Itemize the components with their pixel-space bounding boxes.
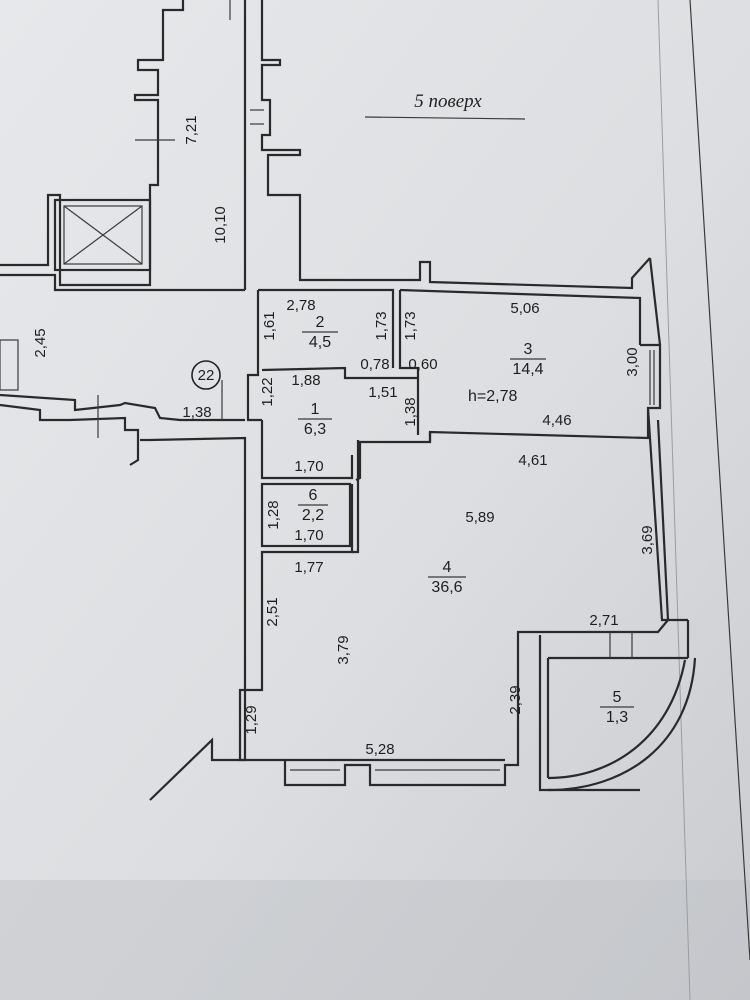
sheet-border-inner <box>657 0 691 1000</box>
dimension-label: 3,69 <box>639 525 656 554</box>
room-labels: 1 6,3 2 4,5 3 14,4 4 36,6 5 1,3 6 2,2 <box>298 314 634 726</box>
lower-left-walls <box>0 339 247 801</box>
dimension-label: 0,60 <box>408 356 437 373</box>
dimension-label: 2,71 <box>589 612 618 629</box>
dimension-label: 1,51 <box>368 384 397 401</box>
dimension-label: 2,78 <box>286 297 315 314</box>
apartment-walls <box>238 257 697 792</box>
dimension-label: 5,89 <box>465 509 494 526</box>
elevator-shaft-outer <box>53 198 152 272</box>
room-1-number: 1 <box>311 401 320 418</box>
dimension-label: 2,51 <box>264 597 281 626</box>
room-2-area: 4,5 <box>309 334 331 351</box>
dimension-label: 1,28 <box>265 500 282 529</box>
room-6-area: 2,2 <box>302 507 324 524</box>
dimension-label: 5,06 <box>510 300 539 317</box>
floor-title: 5 поверх <box>414 91 482 112</box>
sheet-border-outer <box>689 0 750 961</box>
room-5-number: 5 <box>613 689 622 706</box>
apartment-number-circle <box>191 360 221 390</box>
apartment-number: 22 <box>198 367 215 384</box>
room-1-area: 6,3 <box>304 421 326 438</box>
dimension-label: 4,61 <box>518 452 547 469</box>
room-3-number: 3 <box>524 341 533 358</box>
dimension-label: 1,38 <box>182 404 211 421</box>
dimension-label: 1,38 <box>402 397 419 426</box>
dimension-label: 3,00 <box>624 347 641 376</box>
room-5-area: 1,3 <box>606 709 628 726</box>
dimension-label: 5,28 <box>365 741 394 758</box>
dimension-label: 0,78 <box>360 356 389 373</box>
room-4-area: 36,6 <box>431 579 462 596</box>
dimension-label: 1,77 <box>294 559 323 576</box>
dimension-label: 3,79 <box>335 635 352 664</box>
dimension-label: 1,73 <box>402 311 419 340</box>
room-4-number: 4 <box>443 559 452 576</box>
dimension-label: 2,45 <box>32 328 49 357</box>
room-2-number: 2 <box>316 314 325 331</box>
dimension-labels: 7,21 10,10 2,45 1,38 2,78 1,61 1,73 0,78… <box>32 115 656 758</box>
dimension-label: 1,61 <box>261 311 278 340</box>
dimension-label: 7,21 <box>183 115 200 144</box>
corridor-walls <box>0 0 651 292</box>
dimension-label: 10,10 <box>212 206 229 244</box>
elevator-shaft-inner <box>63 205 143 265</box>
ceiling-height: h=2,78 <box>468 388 517 405</box>
room-3-area: 14,4 <box>512 361 543 378</box>
dimension-label: 1,73 <box>373 311 390 340</box>
room-6-number: 6 <box>309 487 318 504</box>
paper-shadow <box>0 880 750 1000</box>
dimension-label: 4,46 <box>542 412 571 429</box>
title-underline <box>364 116 526 120</box>
dimension-label: 1,22 <box>259 377 276 406</box>
dimension-label: 1,70 <box>294 527 323 544</box>
dimension-label: 1,70 <box>294 458 323 475</box>
dimension-label: 1,29 <box>243 705 260 734</box>
dimension-label: 1,88 <box>291 372 320 389</box>
room-6-walls <box>260 482 352 548</box>
dimension-label: 2,39 <box>507 685 524 714</box>
